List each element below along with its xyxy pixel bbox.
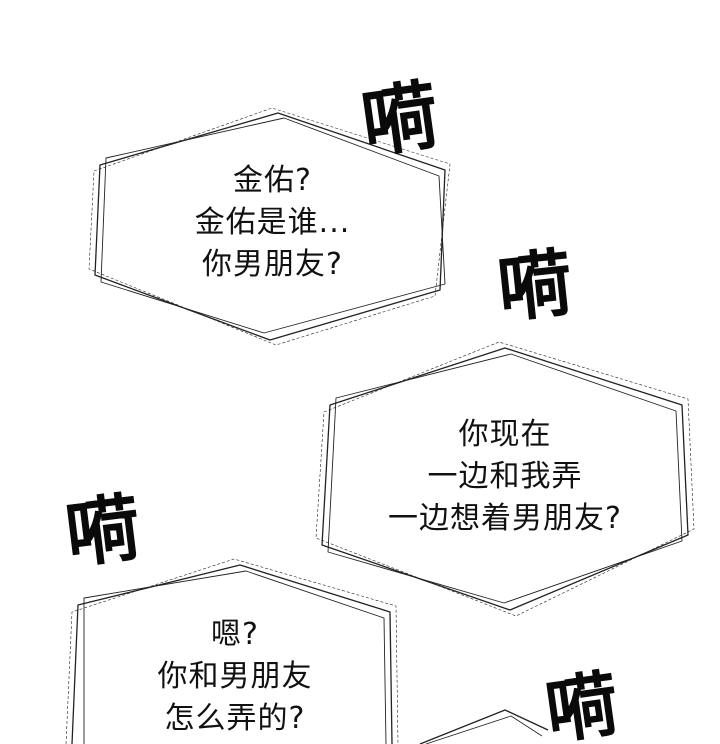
bubble-1-line-3: 你男朋友? xyxy=(202,247,343,282)
bubble-3-line-3: 怎么弄的? xyxy=(164,701,306,736)
bubble-1-line-2: 金佑是谁... xyxy=(194,205,351,240)
sfx-1: 嗬 xyxy=(356,70,440,169)
sfx-4: 嗬 xyxy=(540,661,620,744)
bubble-2-line-3: 一边想着男朋友? xyxy=(388,501,622,536)
bubble-1-line-1: 金佑? xyxy=(233,163,312,198)
speech-bubble-2 xyxy=(315,341,695,617)
speech-bubble-1 xyxy=(88,107,451,346)
bubble-3-text: 嗯? 你和男朋友 怎么弄的? xyxy=(130,614,340,740)
bubble-1-text: 金佑? 金佑是谁... 你男朋友? xyxy=(160,160,385,286)
bubble-2-line-1: 你现在 xyxy=(458,417,552,452)
sfx-3: 嗬 xyxy=(61,485,141,579)
bubble-3-line-2: 你和男朋友 xyxy=(157,659,313,694)
bubble-2-text: 你现在 一边和我弄 一边想着男朋友? xyxy=(360,414,650,540)
bubble-2-line-2: 一边和我弄 xyxy=(427,459,583,494)
speech-bubble-4-partial xyxy=(419,709,549,744)
bubble-3-line-1: 嗯? xyxy=(211,617,259,652)
speech-bubble-3 xyxy=(65,558,399,744)
sfx-2: 嗬 xyxy=(493,240,573,334)
